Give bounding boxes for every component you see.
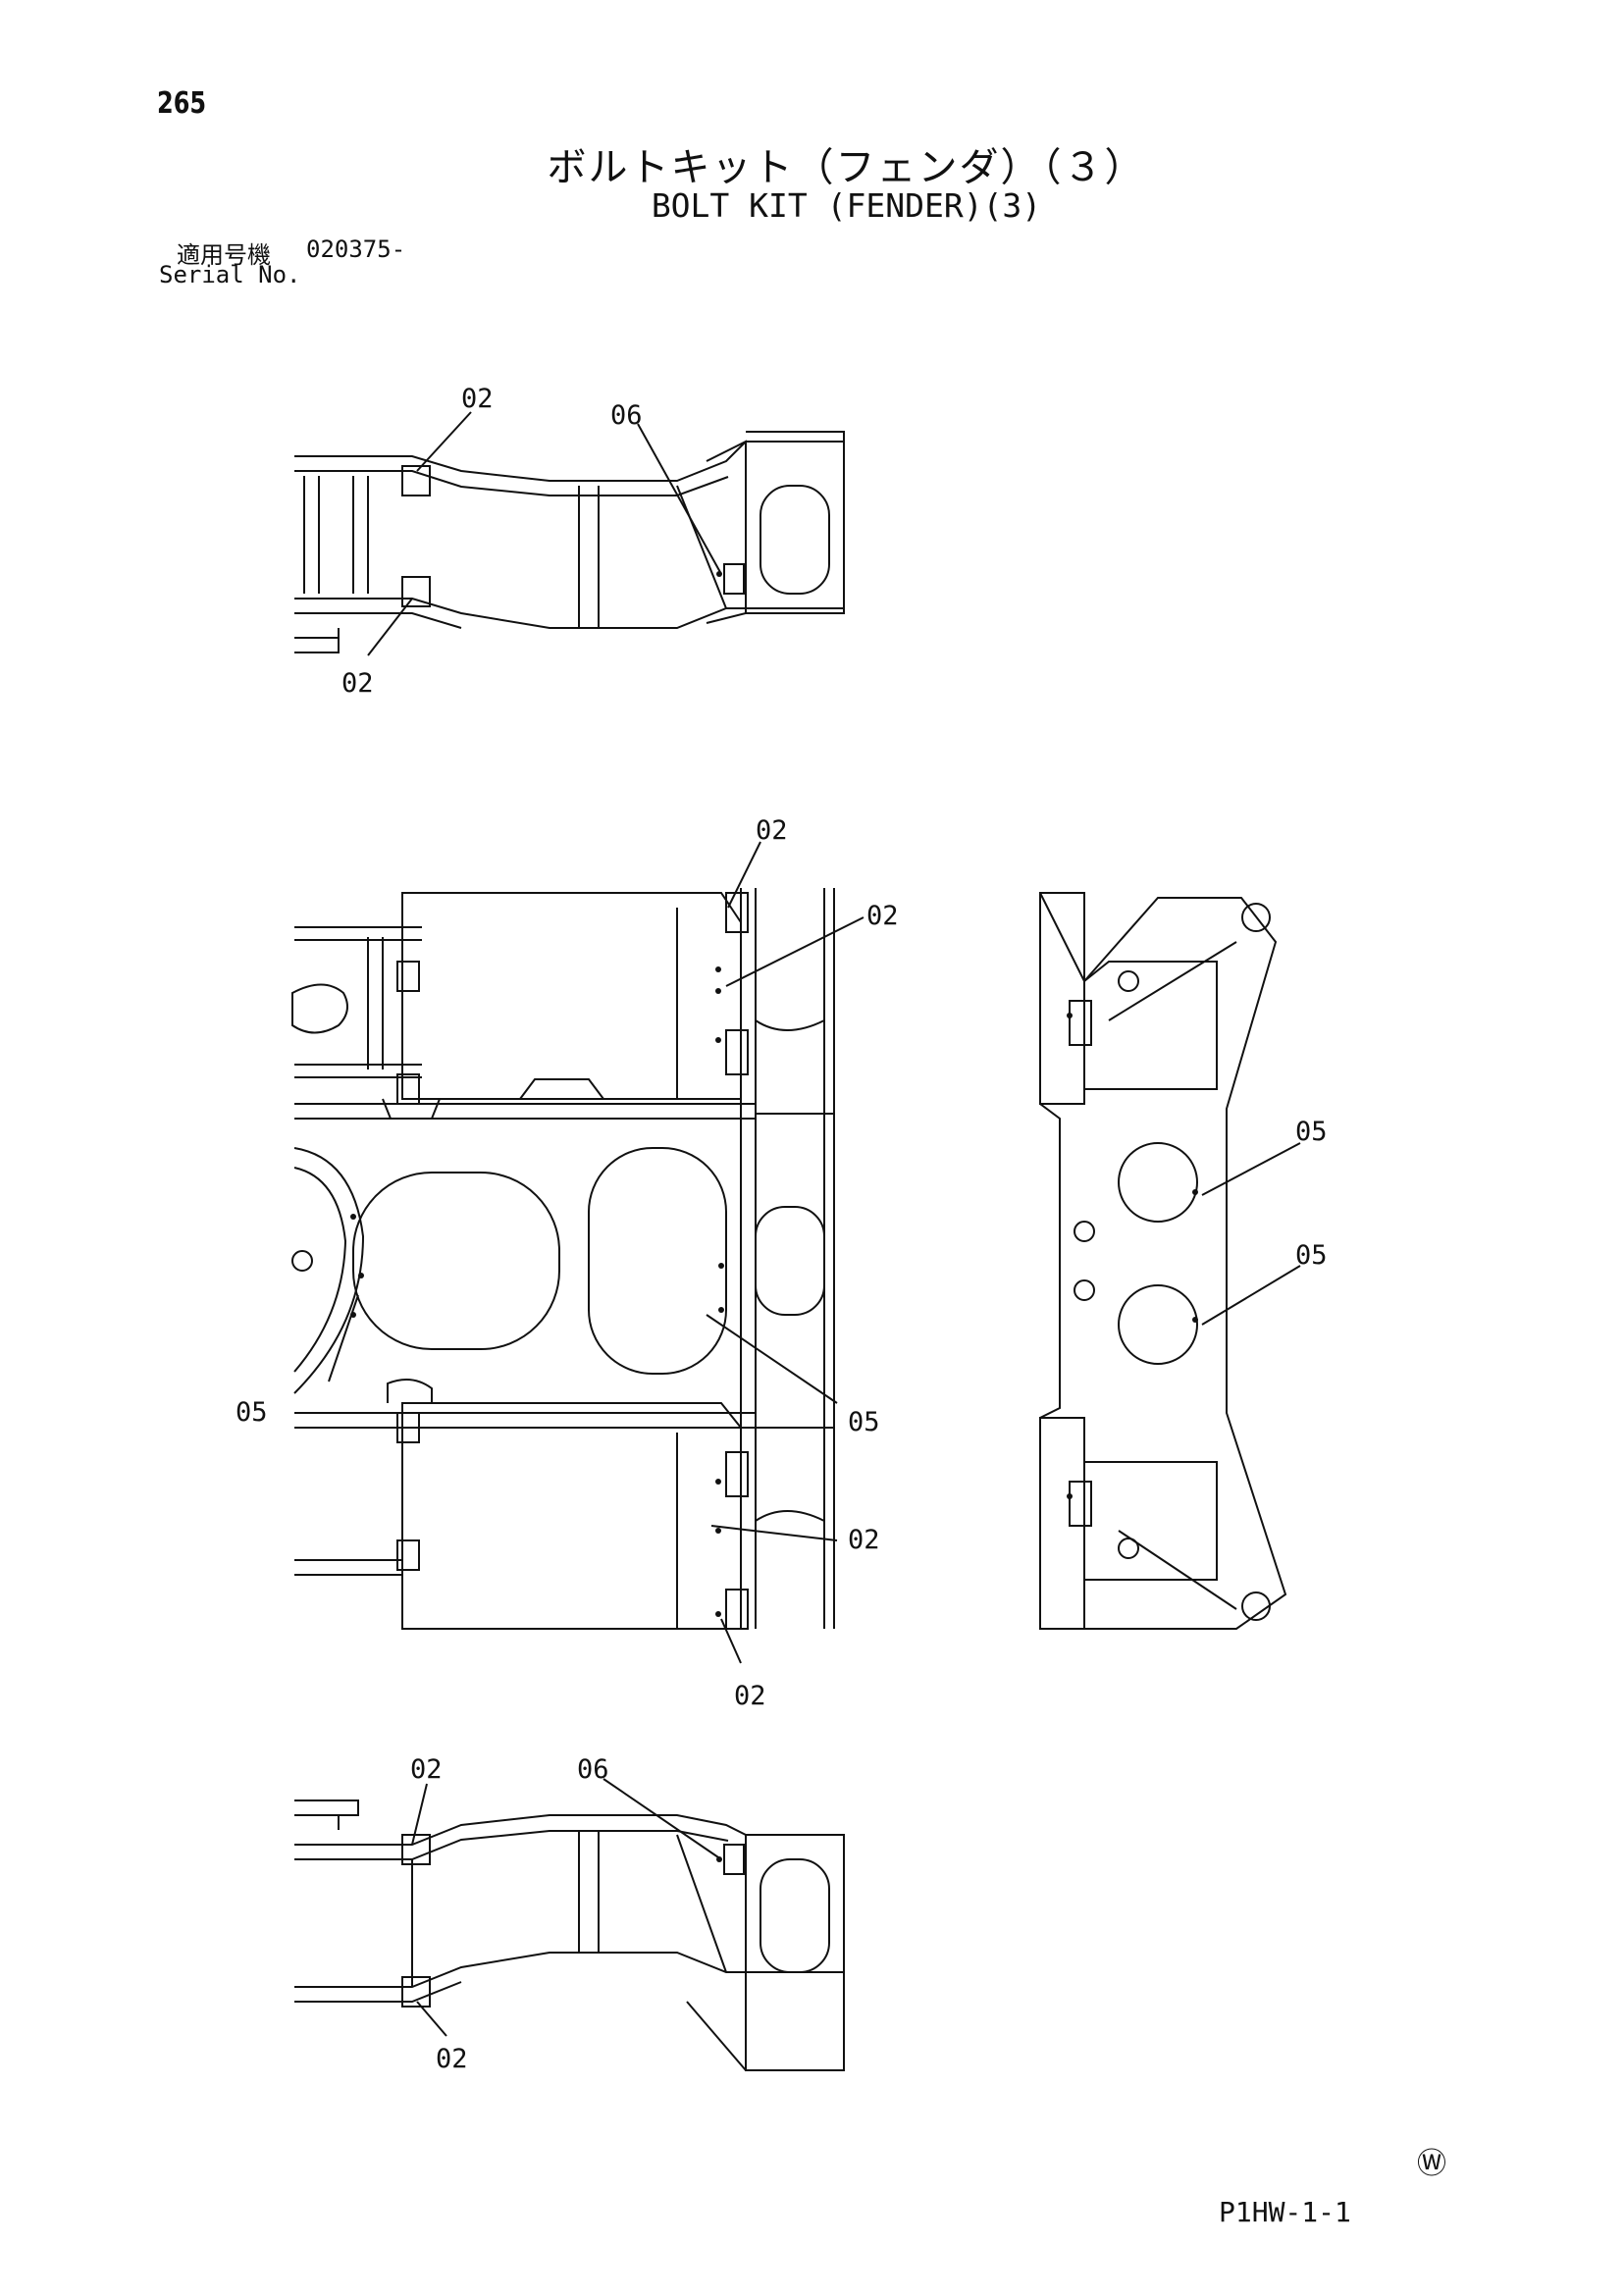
callout-02-bottom-lower: 02	[436, 2044, 468, 2074]
callout-05-side-a: 05	[1295, 1117, 1328, 1147]
callout-02-mid-c: 02	[848, 1525, 880, 1555]
title-japanese: ボルトキット（フェンダ）（３）	[547, 145, 1146, 190]
callout-02-mid-a: 02	[756, 815, 788, 846]
serial-label-english: Serial No.	[159, 261, 301, 288]
top-frame-view	[294, 431, 845, 653]
page-number: 265	[157, 86, 207, 121]
document-code: P1HW-1-1	[1219, 2196, 1351, 2228]
title-english: BOLT KIT (FENDER)(3)	[651, 186, 1042, 225]
bottom-frame-view	[294, 1799, 845, 2071]
callout-05-mid-left: 05	[236, 1397, 268, 1428]
callout-02-mid-d: 02	[734, 1681, 766, 1711]
callout-02-bottom-upper: 02	[410, 1754, 443, 1785]
middle-frame-view	[291, 888, 835, 1630]
callout-06-bottom: 06	[577, 1754, 609, 1785]
serial-label-japanese: 適用号機	[177, 241, 271, 269]
manufacturer-mark: Ⓦ	[1417, 2147, 1446, 2181]
callout-02-mid-b: 02	[866, 901, 899, 931]
callout-02-top-upper: 02	[461, 384, 494, 414]
callout-02-top-lower: 02	[341, 668, 374, 699]
callout-06-top: 06	[610, 400, 643, 431]
callout-05-mid-right: 05	[848, 1407, 880, 1437]
serial-value: 020375-	[306, 235, 406, 263]
callout-05-side-b: 05	[1295, 1240, 1328, 1271]
side-frame-view	[1039, 892, 1287, 1630]
